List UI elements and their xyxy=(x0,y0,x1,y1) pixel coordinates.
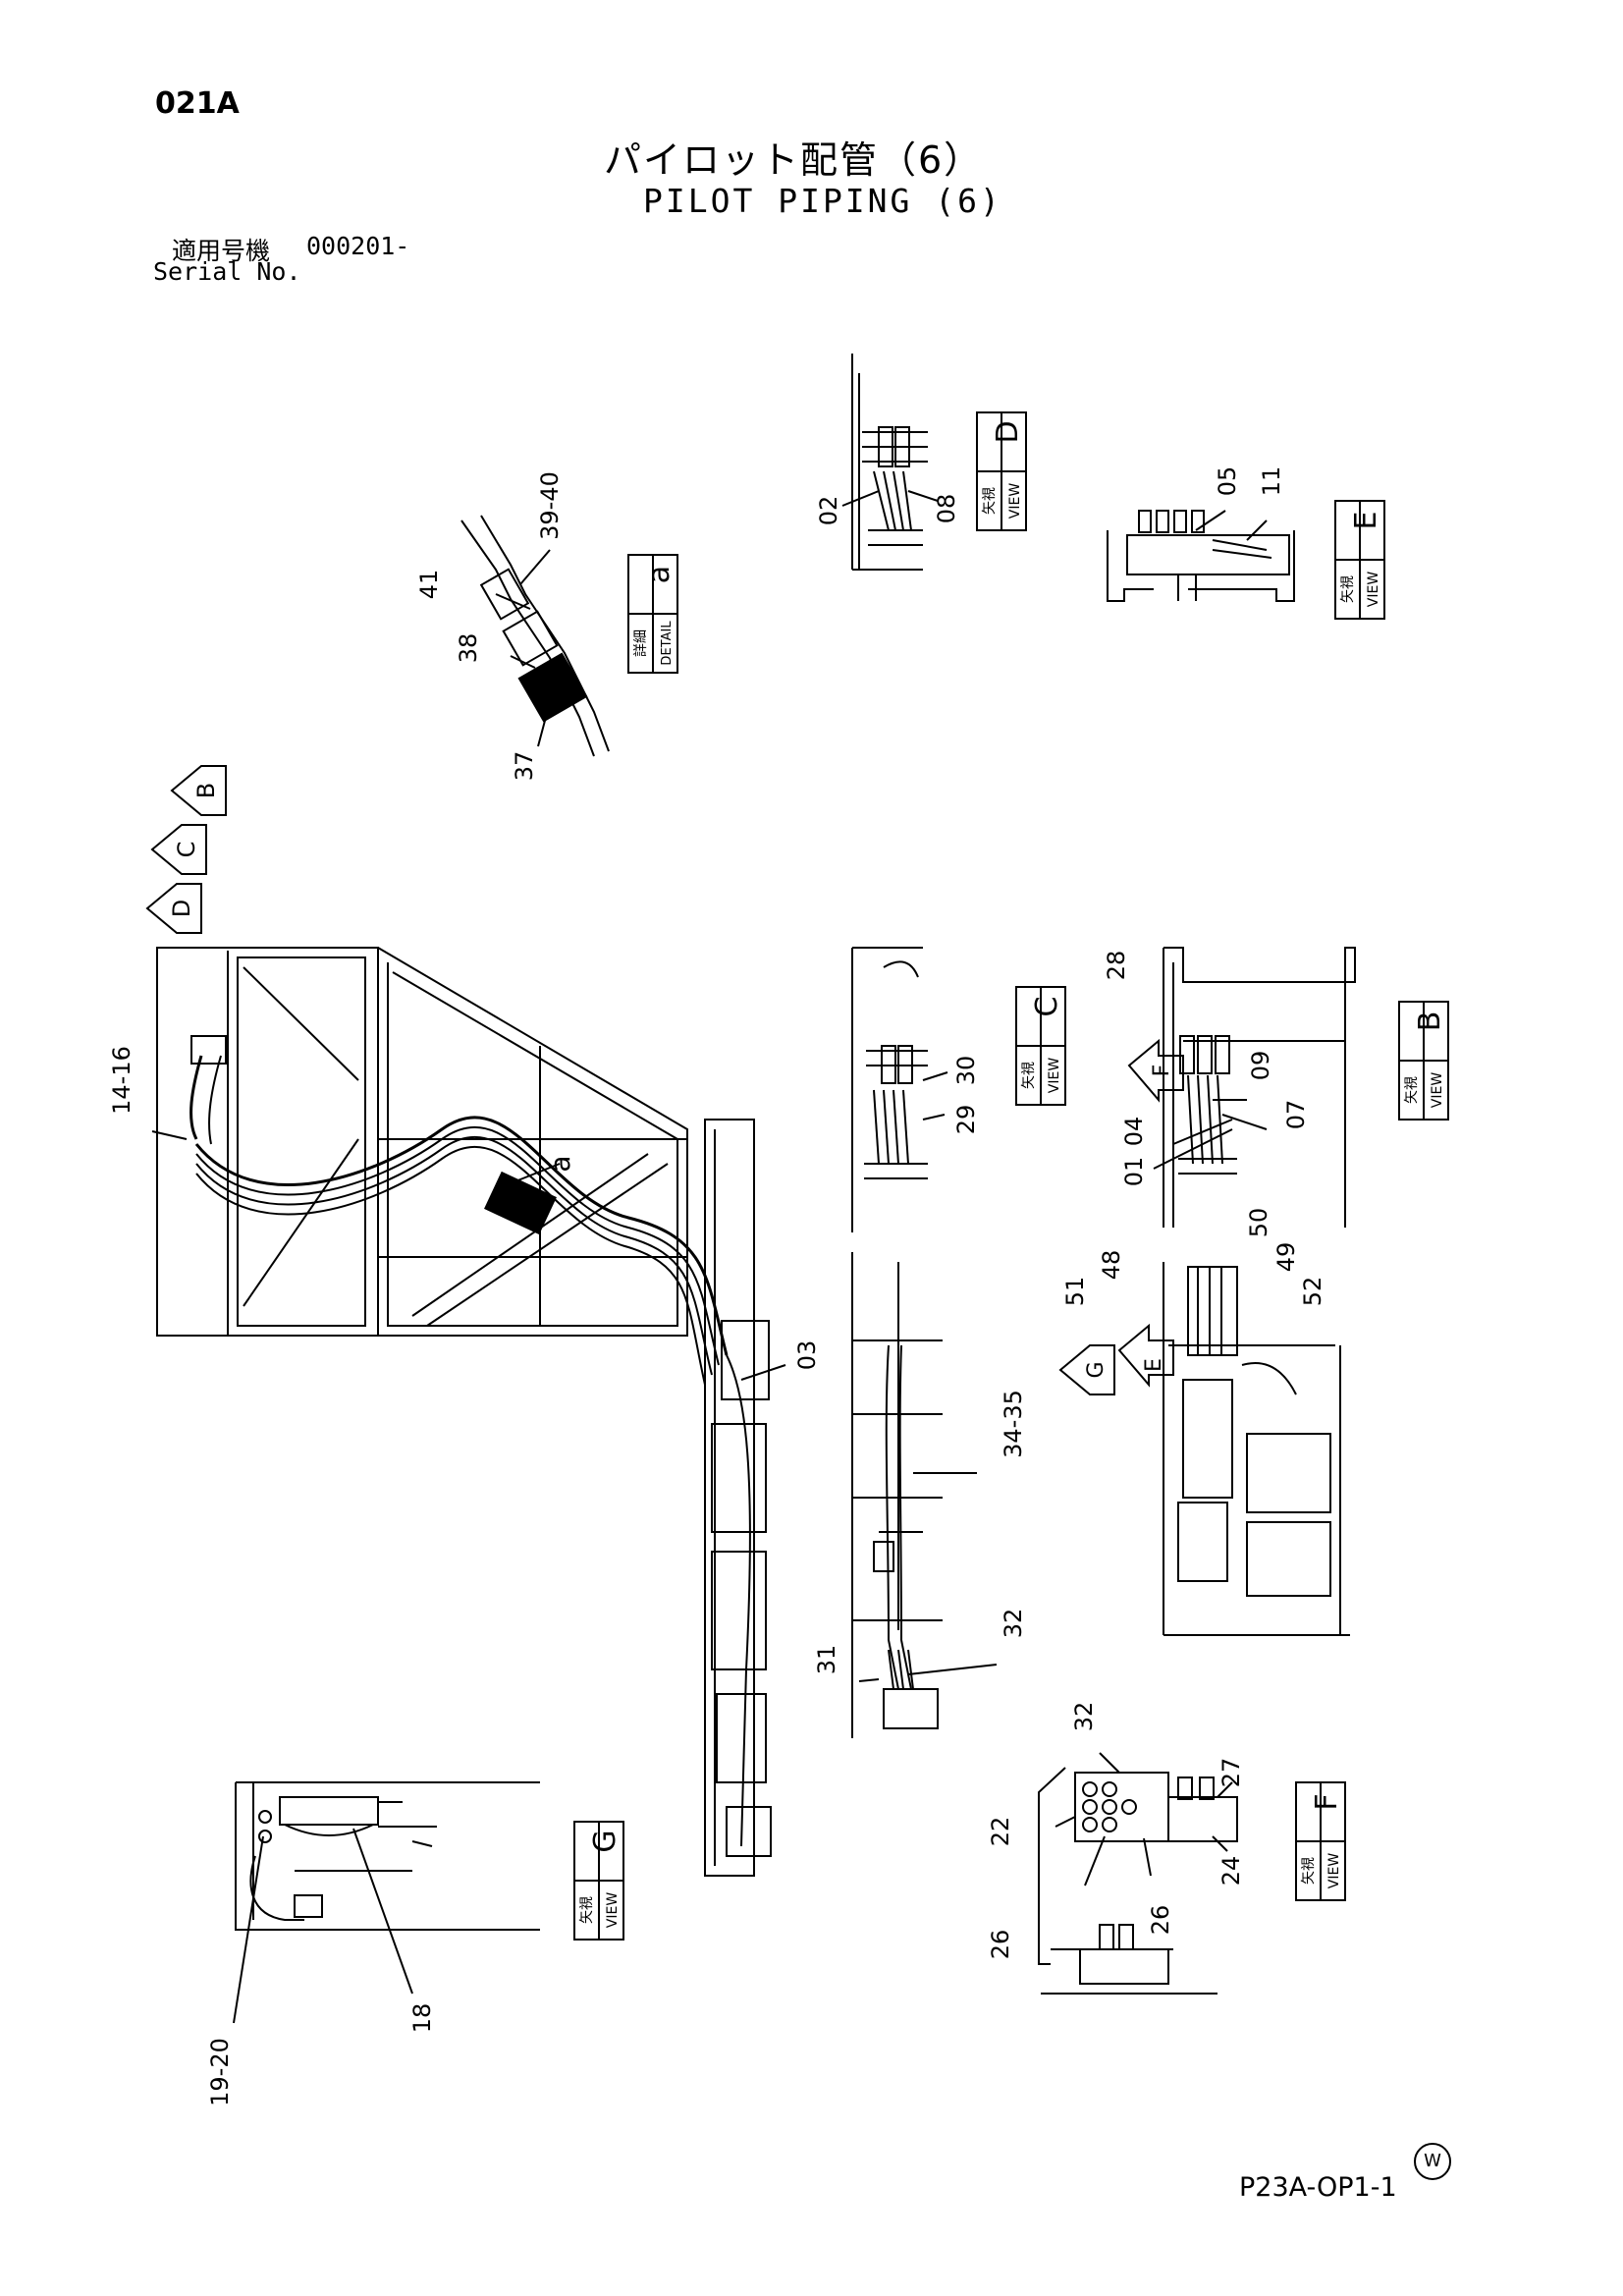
page-code: 021A xyxy=(155,86,240,121)
label-34-35: 34-35 xyxy=(1000,1390,1027,1458)
label-02: 02 xyxy=(815,496,842,526)
arrow-e-letter: E xyxy=(1142,1358,1166,1372)
label-a-main: a xyxy=(544,1155,576,1172)
view-g-letter: G xyxy=(588,1830,622,1852)
view-d-ja: 矢視 xyxy=(982,487,998,515)
view-g-drawing xyxy=(233,1781,540,2024)
label-03: 03 xyxy=(793,1340,821,1371)
label-26-left: 26 xyxy=(987,1930,1014,1960)
view-c-ja: 矢視 xyxy=(1021,1062,1037,1089)
view-e-en: VIEW xyxy=(1366,572,1381,608)
label-07: 07 xyxy=(1282,1100,1310,1130)
label-27: 27 xyxy=(1217,1758,1245,1788)
detail-a-letter: a xyxy=(642,566,676,583)
view-d-label-box xyxy=(976,411,1027,531)
label-08: 08 xyxy=(933,494,960,524)
label-31: 31 xyxy=(813,1645,840,1675)
detail-a-en: DETAIL xyxy=(660,621,675,666)
arrow-d-letter: D xyxy=(168,900,195,917)
view-f-en: VIEW xyxy=(1326,1853,1342,1889)
view-d-en: VIEW xyxy=(1007,483,1023,519)
label-52: 52 xyxy=(1299,1277,1326,1307)
page-reference: P23A-OP1-1 xyxy=(1239,2172,1397,2203)
circled-w-mark: W xyxy=(1414,2143,1451,2180)
title-english: PILOT PIPING (6) xyxy=(643,182,1002,220)
view-c-drawing xyxy=(851,947,948,1232)
label-24: 24 xyxy=(1217,1856,1245,1886)
arrow-g-letter: G xyxy=(1084,1361,1109,1378)
detail-a-label-box xyxy=(627,554,678,674)
label-22: 22 xyxy=(987,1817,1014,1847)
view-f-label-box xyxy=(1295,1781,1346,1901)
label-50: 50 xyxy=(1245,1208,1272,1238)
view-g-en: VIEW xyxy=(605,1892,621,1929)
view-e-label-box xyxy=(1334,500,1385,620)
view-b-drawing xyxy=(1127,947,1356,1228)
label-51: 51 xyxy=(1061,1277,1089,1307)
view-c-label-box xyxy=(1015,986,1066,1106)
view-c-letter: C xyxy=(1030,997,1064,1017)
view-b-letter: B xyxy=(1413,1011,1447,1032)
view-b-ja: 矢視 xyxy=(1404,1076,1420,1104)
label-39-40: 39-40 xyxy=(536,471,564,540)
view-f-ja: 矢視 xyxy=(1301,1857,1317,1885)
detail-a-drawing xyxy=(460,515,610,757)
arrow-c-letter: C xyxy=(173,842,200,858)
view-d-letter: D xyxy=(991,420,1025,443)
view-e-letter: E xyxy=(1349,512,1383,530)
view-e-ja: 矢視 xyxy=(1340,575,1356,603)
label-11: 11 xyxy=(1258,466,1285,497)
view-middle-column-drawing xyxy=(851,1252,998,1738)
view-right-lower-drawing xyxy=(1058,1262,1350,1636)
serial-value: 000201- xyxy=(306,232,410,260)
label-32-f: 32 xyxy=(1070,1702,1098,1732)
label-29: 29 xyxy=(952,1105,980,1135)
view-b-en: VIEW xyxy=(1430,1072,1445,1109)
label-19-20: 19-20 xyxy=(206,2038,234,2106)
label-18: 18 xyxy=(408,2003,436,2034)
arrow-b-letter: B xyxy=(192,783,220,798)
view-e-drawing xyxy=(1107,510,1295,602)
view-c-en: VIEW xyxy=(1047,1058,1062,1094)
label-05: 05 xyxy=(1214,466,1241,497)
view-g-label-box xyxy=(573,1821,624,1941)
view-f-letter: F xyxy=(1310,1793,1344,1810)
arrow-f-letter: F xyxy=(1150,1065,1174,1077)
view-f-drawing xyxy=(1038,1752,1238,1995)
label-28: 28 xyxy=(1103,951,1130,981)
label-09: 09 xyxy=(1247,1051,1274,1081)
title-japanese: パイロット配管（6） xyxy=(604,138,984,182)
serial-label-japanese: 適用号機 xyxy=(172,237,271,265)
label-32: 32 xyxy=(1000,1609,1027,1639)
view-b-label-box xyxy=(1398,1001,1449,1121)
label-04: 04 xyxy=(1120,1117,1148,1147)
label-01: 01 xyxy=(1120,1157,1148,1187)
label-37: 37 xyxy=(511,751,538,782)
label-48: 48 xyxy=(1098,1250,1125,1281)
label-49: 49 xyxy=(1272,1242,1300,1273)
main-assembly-drawing xyxy=(151,947,786,1877)
serial-label-english: Serial No. xyxy=(153,257,301,286)
view-d-drawing xyxy=(841,354,939,571)
arrows-left xyxy=(145,765,227,934)
detail-a-ja: 詳細 xyxy=(633,629,649,657)
label-26-right: 26 xyxy=(1147,1905,1174,1936)
label-41: 41 xyxy=(415,570,443,600)
label-30: 30 xyxy=(952,1056,980,1086)
label-38: 38 xyxy=(455,633,482,664)
view-g-ja: 矢視 xyxy=(579,1896,595,1924)
label-14-16: 14-16 xyxy=(108,1046,135,1115)
